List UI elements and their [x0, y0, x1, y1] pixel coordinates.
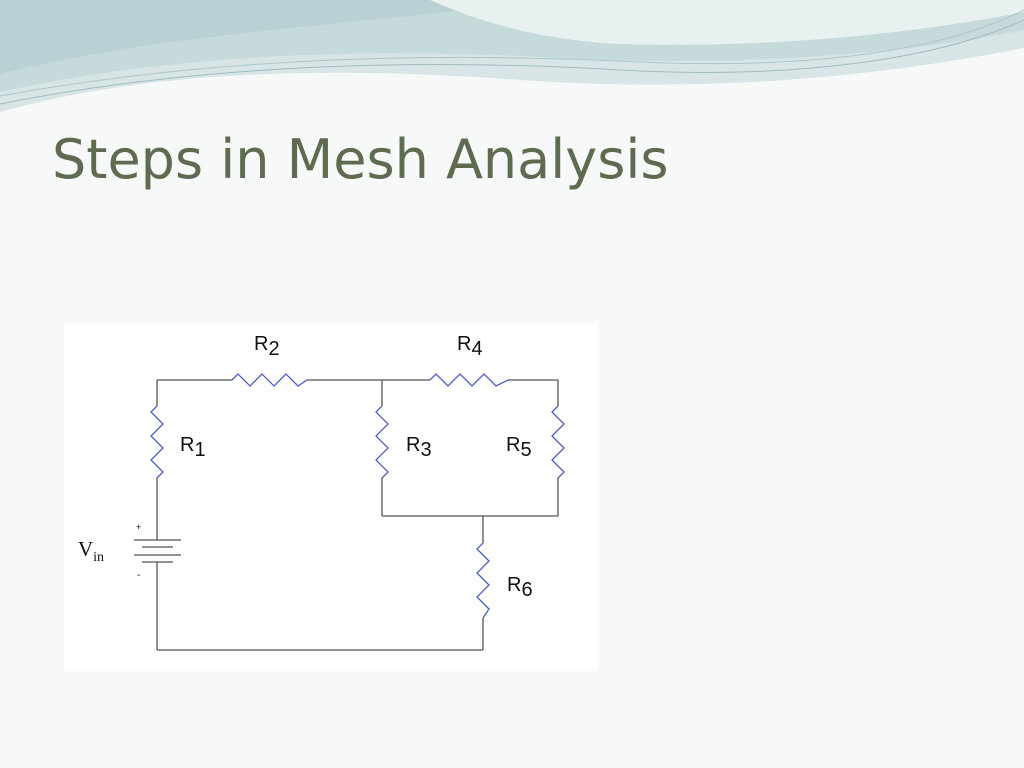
circuit-schematic: R1 R2 R3 R4 R5 R6 + - Vin	[78, 333, 565, 651]
resistor-r1-label: R1	[180, 434, 206, 461]
resistor-r3	[375, 405, 389, 479]
resistor-r3-label: R3	[406, 434, 432, 461]
resistor-r5	[551, 405, 565, 479]
slide-title: Steps in Mesh Analysis	[52, 128, 669, 191]
resistor-r6-label: R6	[507, 574, 533, 601]
wires	[156, 379, 559, 651]
resistor-r1	[150, 405, 164, 479]
battery-source	[134, 536, 181, 570]
circuit-diagram: R1 R2 R3 R4 R5 R6 + - Vin	[64, 323, 598, 671]
resistor-r4-label: R4	[457, 333, 483, 360]
resistor-r4	[429, 373, 509, 387]
battery-minus-sign: -	[137, 570, 140, 581]
resistor-r5-label: R5	[506, 434, 532, 461]
resistor-r6	[476, 542, 490, 619]
source-vin-label: Vin	[78, 537, 104, 565]
battery-plus-sign: +	[136, 522, 141, 532]
resistor-r2	[231, 373, 308, 387]
resistor-r2-label: R2	[254, 333, 280, 360]
header-wave-decoration	[0, 0, 1024, 112]
